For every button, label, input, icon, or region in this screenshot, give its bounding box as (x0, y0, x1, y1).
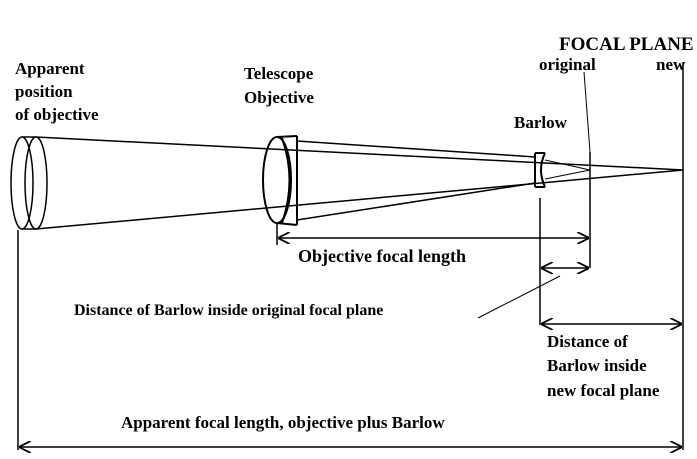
distance-inside-new-label-line2: Barlow inside (547, 356, 647, 375)
distance-pointer-line (477, 275, 561, 319)
objective-focal-length-label: Objective focal length (298, 246, 466, 266)
objective-rays (296, 140, 591, 221)
original-pointer-line (583, 71, 591, 153)
focal-plane-label: FOCAL PLANE (559, 34, 694, 55)
barlow-lens (534, 152, 546, 188)
distance-inside-new-label-line3: new focal plane (547, 381, 660, 400)
original-label: original (539, 55, 596, 74)
apparent-focal-length-label: Apparent focal length, objective plus Ba… (121, 413, 445, 432)
apparent-light-cone (35, 136, 684, 230)
telescope-label-line2: Objective (244, 88, 314, 107)
apparent-position-label-line2: position (15, 82, 73, 101)
barlow-label: Barlow (514, 113, 568, 132)
distance-inside-original-label: Distance of Barlow inside original focal… (74, 302, 383, 319)
apparent-position-label-line3: of objective (15, 105, 99, 124)
apparent-objective-lens (10, 136, 48, 230)
apparent-position-label-line1: Apparent (15, 59, 85, 78)
new-label: new (656, 55, 686, 74)
telescope-label-line1: Telescope (244, 64, 314, 83)
telescope-objective-lens (262, 135, 298, 226)
distance-inside-new-label-line1: Distance of (547, 332, 628, 351)
